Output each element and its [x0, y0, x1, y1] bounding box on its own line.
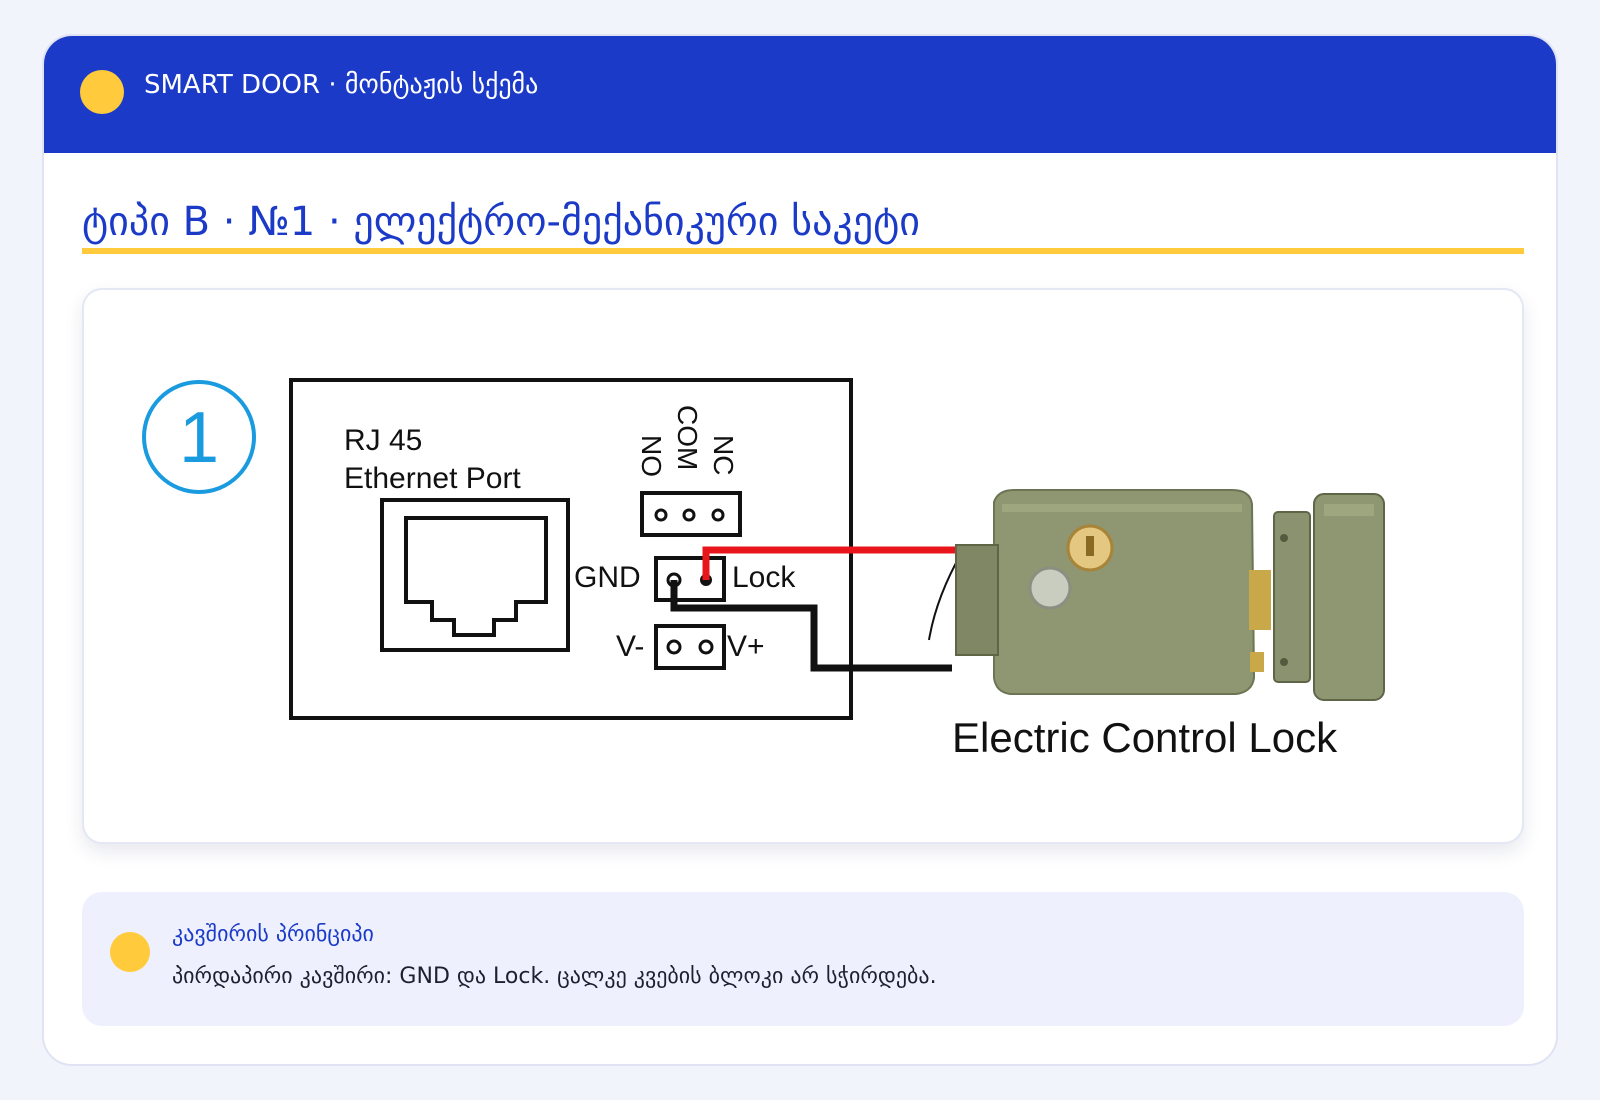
electric-lock-icon	[955, 489, 1385, 701]
relay-no-label: NO	[636, 435, 667, 477]
wiring-card: SMART DOOR · მონტაჟის სქემა ტიპი B · №1 …	[42, 34, 1558, 1066]
title-underline	[82, 248, 1524, 254]
note-text: პირდაპირი კავშირი: GND და Lock. ცალკე კვ…	[172, 964, 937, 989]
lock-wire	[702, 546, 964, 580]
v-plus-label: V+	[727, 630, 765, 663]
electric-lock-label: Electric Control Lock	[952, 714, 1338, 761]
v-minus-label: V-	[616, 630, 644, 663]
gnd-label: GND	[574, 561, 641, 594]
wiring-diagram: 1 RJ 45 Ethernet Port NO COM NC	[82, 288, 1524, 844]
header-bar: SMART DOOR · მონტაჟის სქემა	[44, 36, 1556, 153]
ethernet-port-label: Ethernet Port	[344, 462, 521, 495]
wiring-diagram-svg: 1 RJ 45 Ethernet Port NO COM NC	[142, 378, 1385, 761]
note-dot-icon	[110, 932, 150, 972]
note-title: კავშირის პრინციპი	[172, 922, 374, 947]
relay-nc-label: NC	[708, 435, 739, 475]
step-circle	[142, 380, 256, 494]
header-title: SMART DOOR · მონტაჟის სქემა	[144, 70, 539, 100]
power-terminal	[654, 624, 726, 670]
step-number: 1	[179, 398, 219, 478]
relay-terminal	[640, 491, 742, 537]
rj45-port-icon	[380, 498, 570, 652]
header-dot-icon	[80, 70, 124, 114]
rj45-label: RJ 45	[344, 424, 422, 457]
section-title: ტიპი B · №1 · ელექტრო-მექანიკური საკეტი	[82, 199, 920, 245]
info-note: კავშირის პრინციპი პირდაპირი კავშირი: GND…	[82, 892, 1524, 1026]
lock-label: Lock	[732, 561, 796, 594]
gnd-lock-terminal	[654, 556, 726, 602]
gnd-wire	[670, 580, 952, 672]
relay-com-label: COM	[672, 405, 703, 470]
